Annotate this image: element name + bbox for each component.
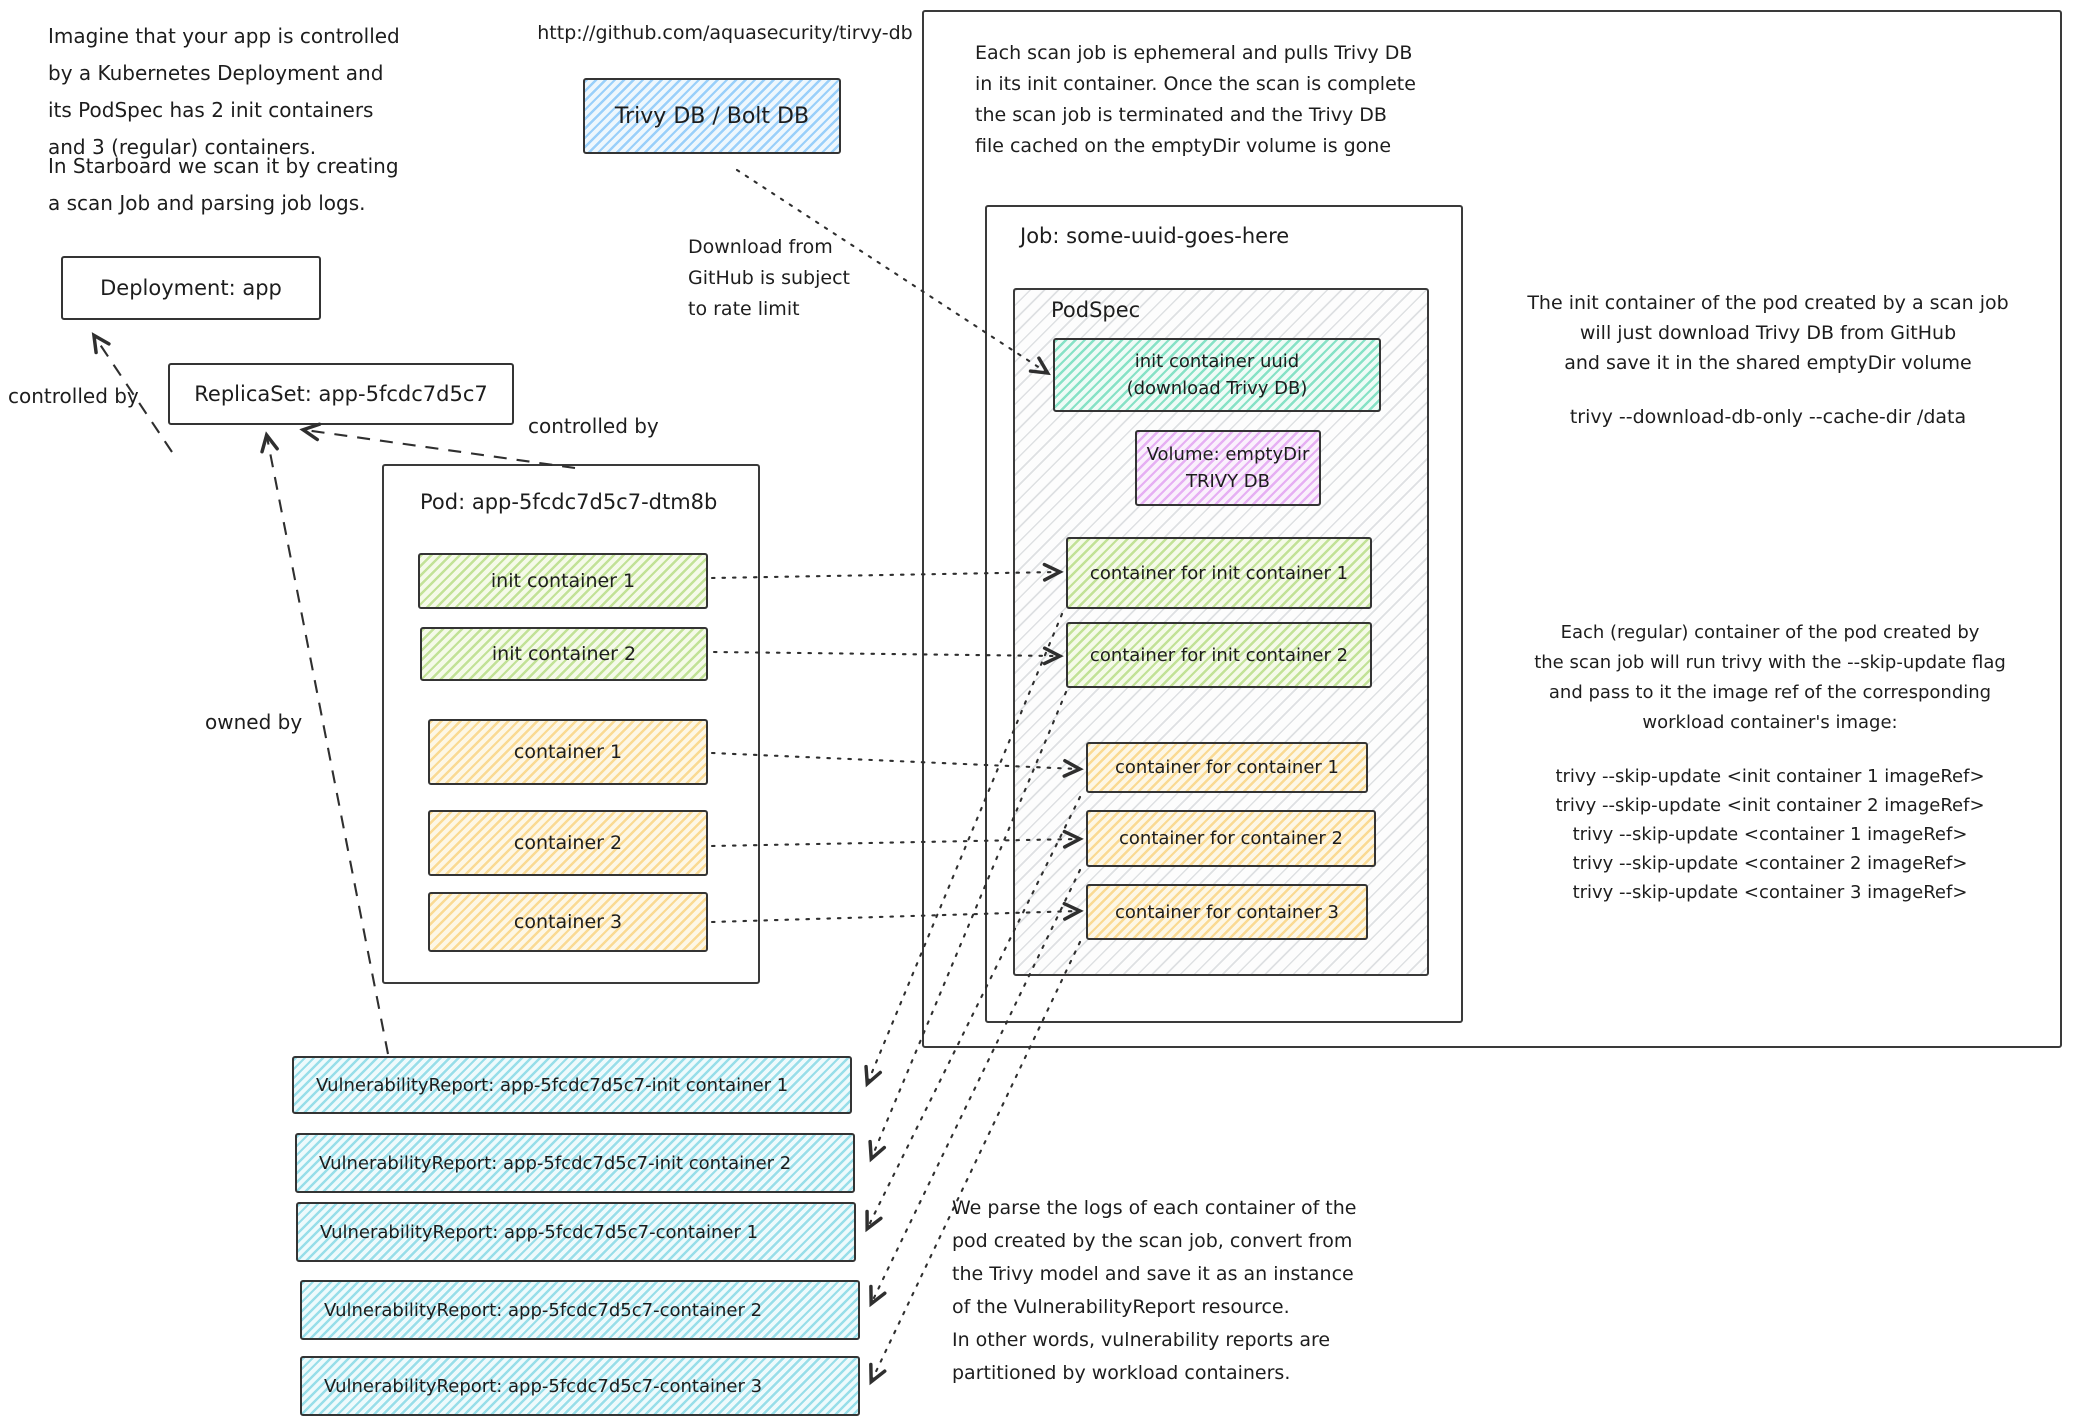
vulnerability-report-init-2: VulnerabilityReport: app-5fcdc7d5c7-init…: [295, 1133, 855, 1193]
trivy-db-node: Trivy DB / Bolt DB: [583, 78, 841, 154]
pod-container-3: container 3: [428, 892, 708, 952]
vulnerability-report-3: VulnerabilityReport: app-5fcdc7d5c7-cont…: [300, 1356, 860, 1416]
job-container-for-3: container for container 3: [1086, 884, 1368, 940]
replicaset-node: ReplicaSet: app-5fcdc7d5c7: [168, 363, 514, 425]
regular-container-commands: trivy --skip-update <init container 1 im…: [1555, 766, 1985, 903]
job-container-for-init-1: container for init container 1: [1066, 537, 1372, 609]
controlled-by-label-left: controlled by: [8, 384, 139, 408]
pod-container-2: container 2: [428, 810, 708, 876]
intro-paragraph-2: In Starboard we scan it by creating a sc…: [48, 154, 399, 215]
arrow-report-to-replicaset-owned-by: [267, 437, 390, 1055]
download-rate-limit-note: Download from GitHub is subject to rate …: [688, 236, 850, 320]
deployment-node: Deployment: app: [61, 256, 321, 320]
job-title: Job: some-uuid-goes-here: [1020, 224, 1290, 248]
vulnerability-report-2: VulnerabilityReport: app-5fcdc7d5c7-cont…: [300, 1280, 860, 1340]
vulnerability-report-1: VulnerabilityReport: app-5fcdc7d5c7-cont…: [296, 1202, 856, 1262]
job-container-for-1: container for container 1: [1086, 742, 1368, 793]
ephemeral-note: Each scan job is ephemeral and pulls Tri…: [975, 42, 1416, 157]
regular-container-note: Each (regular) container of the pod crea…: [1534, 622, 2006, 733]
job-volume-emptydir: Volume: emptyDir TRIVY DB: [1135, 430, 1321, 506]
github-url-label: http://github.com/aquasecurity/tirvy-db: [537, 22, 913, 44]
controlled-by-label-mid: controlled by: [528, 414, 659, 438]
owned-by-label: owned by: [205, 710, 303, 734]
pod-init-container-2: init container 2: [420, 627, 708, 681]
job-container-for-init-2: container for init container 2: [1066, 622, 1372, 688]
parse-logs-note: We parse the logs of each container of t…: [952, 1197, 1357, 1384]
pod-container-1: container 1: [428, 719, 708, 785]
vulnerability-report-init-1: VulnerabilityReport: app-5fcdc7d5c7-init…: [292, 1056, 852, 1114]
intro-paragraph-1: Imagine that your app is controlled by a…: [48, 24, 400, 159]
init-container-note: The init container of the pod created by…: [1527, 292, 2009, 374]
job-container-for-2: container for container 2: [1086, 810, 1376, 867]
pod-title: Pod: app-5fcdc7d5c7-dtm8b: [420, 490, 718, 514]
scan-job-outer-frame: [922, 10, 2062, 1048]
podspec-label: PodSpec: [1051, 298, 1141, 322]
init-container-command: trivy --download-db-only --cache-dir /da…: [1569, 406, 1967, 428]
job-init-container-uuid: init container uuid (download Trivy DB): [1053, 338, 1381, 412]
pod-init-container-1: init container 1: [418, 553, 708, 609]
